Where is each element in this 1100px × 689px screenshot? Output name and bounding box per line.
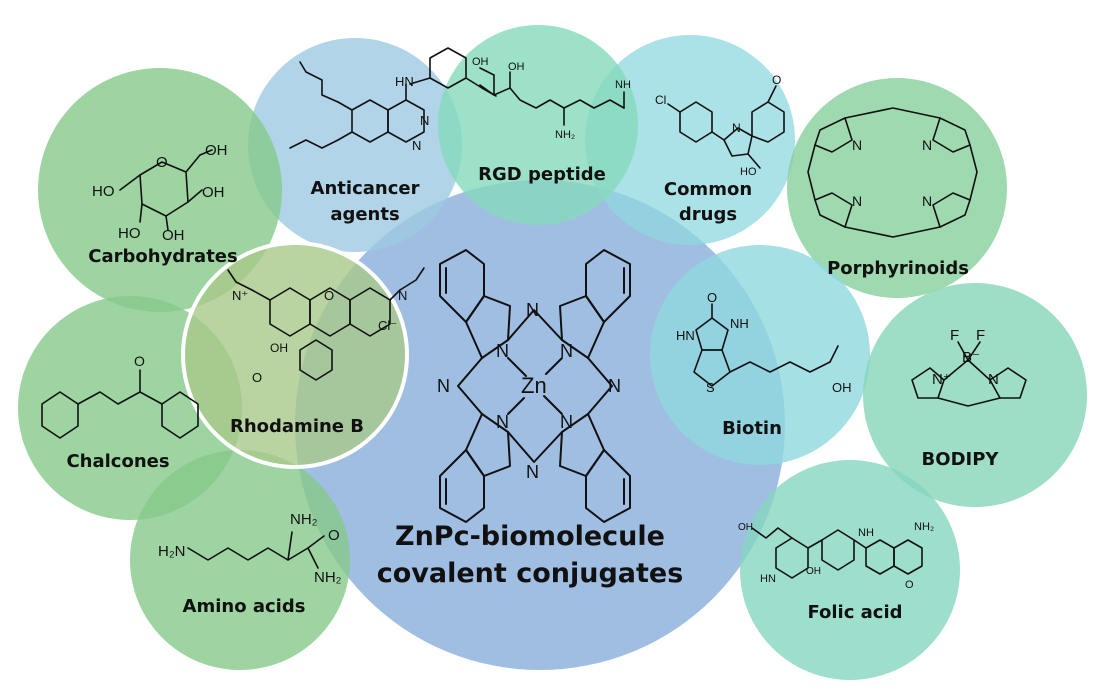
biotin-structure xyxy=(693,303,839,387)
fol-oh: OH xyxy=(738,522,753,533)
porphyrinoids-circle xyxy=(787,78,1007,298)
anti-hn: HN xyxy=(395,74,414,89)
rgd-label: RGD peptide xyxy=(478,164,606,185)
carb-oh-2: OH xyxy=(202,184,225,201)
rgd-oh-2: OH xyxy=(508,61,525,73)
title-line-1: ZnPc-biomolecule xyxy=(395,521,665,552)
rgd-circle xyxy=(438,25,638,225)
carb-ho-1: HO xyxy=(92,183,115,200)
carb-ho-2: HO xyxy=(118,225,141,242)
rgd-oh-1: OH xyxy=(472,56,489,68)
bodipy-label: BODIPY xyxy=(922,449,1000,470)
center-n5: N xyxy=(496,341,509,361)
anticancer-label-1: Anticancer xyxy=(311,178,420,199)
drug-ho: HO xyxy=(740,166,757,178)
biotin-circle xyxy=(650,245,870,465)
center-circle xyxy=(295,180,785,670)
center-n3: N xyxy=(437,376,450,396)
amino-circle xyxy=(130,450,350,670)
rho-cl: Cl⁻ xyxy=(378,318,397,333)
carbohydrates-label: Carbohydrates xyxy=(88,246,237,267)
anti-n2: N xyxy=(412,138,421,153)
chalcones-label: Chalcones xyxy=(66,451,169,472)
drugs-label-1: Common xyxy=(664,179,752,200)
fol-h2n: NH₂ xyxy=(914,521,934,533)
center-n6: N xyxy=(560,341,573,361)
znpc-structure xyxy=(439,249,631,523)
amino-nh2-top: NH₂ xyxy=(290,511,318,528)
rho-nplus: N⁺ xyxy=(232,288,248,303)
folic-structure xyxy=(751,527,923,579)
bio-o: O xyxy=(707,290,717,305)
folic-label: Folic acid xyxy=(807,602,902,623)
anticancer-label-2: agents xyxy=(330,204,399,225)
anticancer-circle xyxy=(248,38,462,252)
carbohydrate-structure xyxy=(119,149,213,231)
amino-o: O xyxy=(328,527,340,544)
bodipy-circle xyxy=(863,283,1087,507)
fol-hoh: OH xyxy=(806,566,821,577)
folic-circle xyxy=(740,460,960,680)
porphyrinoids-label: Porphyrinoids xyxy=(827,258,969,279)
chal-o: O xyxy=(134,353,145,369)
por-n1: N xyxy=(852,137,862,153)
bod-nplus: N⁺ xyxy=(932,371,951,388)
carbohydrates-circle xyxy=(38,68,282,312)
amino-label: Amino acids xyxy=(183,596,306,617)
amino-h2n: H₂N xyxy=(158,543,186,560)
rho-co: O xyxy=(252,370,262,385)
por-n4: N xyxy=(922,193,932,209)
drug-structure xyxy=(667,85,785,169)
fol-hn: HN xyxy=(760,573,776,585)
carb-oh-1: OH xyxy=(205,142,228,159)
rgd-nh2: NH₂ xyxy=(555,129,575,141)
rho-oh: OH xyxy=(270,341,288,355)
drugs-label-2: drugs xyxy=(679,204,737,225)
bio-oh: OH xyxy=(832,380,852,395)
rho-n: N xyxy=(398,288,407,303)
center-n8: N xyxy=(560,412,573,432)
amino-nh2-bottom: NH₂ xyxy=(314,569,342,586)
chalcone-structure xyxy=(41,369,199,439)
center-n4: N xyxy=(608,376,621,396)
bio-s: S xyxy=(706,380,715,395)
drug-o: O xyxy=(772,73,781,87)
biotin-label: Biotin xyxy=(722,418,782,439)
bod-b: B⁻ xyxy=(962,349,980,366)
drug-cl: Cl xyxy=(655,93,666,107)
anti-n1: N xyxy=(420,113,429,128)
carb-o: O xyxy=(156,154,168,171)
fol-nh: NH xyxy=(858,527,874,539)
drugs-circle xyxy=(585,35,795,245)
rhodamine-structure xyxy=(227,267,425,381)
center-n1: N xyxy=(526,300,539,320)
bod-n: N xyxy=(988,371,999,388)
amino-structure xyxy=(187,531,325,569)
bio-nh: NH xyxy=(730,316,749,331)
rgd-nh: NH xyxy=(615,79,631,91)
carb-oh-3: OH xyxy=(162,227,185,244)
bio-hn: HN xyxy=(676,328,695,343)
center-n7: N xyxy=(496,412,509,432)
center-metal-label: Zn xyxy=(521,373,547,398)
rho-o: O xyxy=(324,288,334,303)
rhodamine-label: Rhodamine B xyxy=(230,416,364,437)
fol-o: O xyxy=(905,579,914,591)
por-n3: N xyxy=(852,193,862,209)
drug-n: N xyxy=(732,121,741,135)
porphyrin-structure xyxy=(807,107,978,238)
anticancer-structure xyxy=(289,47,497,149)
bodipy-structure xyxy=(911,341,1027,407)
title-line-2: covalent conjugates xyxy=(377,558,684,589)
bod-f1: F xyxy=(950,327,959,344)
por-n2: N xyxy=(922,137,932,153)
rgd-structure xyxy=(479,67,625,126)
center-n2: N xyxy=(526,462,539,482)
bod-f2: F xyxy=(976,327,985,344)
